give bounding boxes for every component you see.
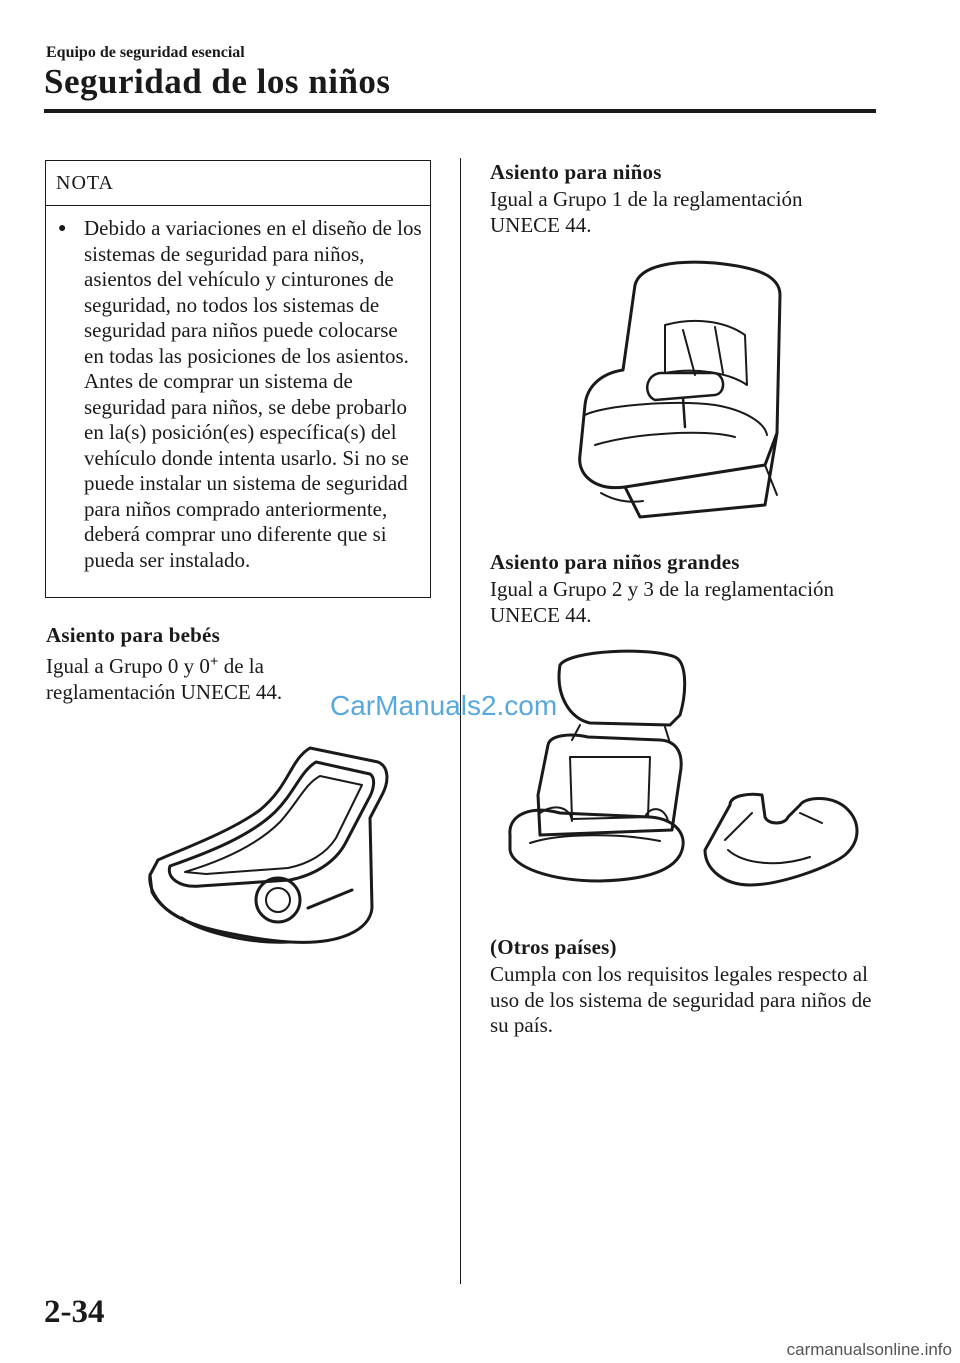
footer-site: carmanualsonline.info: [786, 1340, 952, 1359]
booster-seat-illustration: [508, 649, 859, 887]
other-countries-text: Cumpla con los requisitos legales respec…: [490, 962, 872, 1037]
baby-seat-text-part1: Igual a Grupo 0 y 0: [46, 654, 210, 678]
column-divider: [460, 158, 461, 1284]
child-seat-text: Igual a Grupo 1 de la reglamentación UNE…: [490, 187, 803, 237]
other-countries-heading: (Otros países): [490, 935, 617, 959]
note-heading: NOTA: [46, 161, 430, 206]
baby-seat-text: Igual a Grupo 0 y 0+ de la reglamentació…: [46, 650, 316, 705]
note-text: Debido a variaciones en el diseño de los…: [84, 216, 422, 572]
page-title: Seguridad de los niños: [44, 62, 391, 101]
watermark: CarManuals2.com: [330, 690, 558, 721]
junior-seat-text: Igual a Grupo 2 y 3 de la reglamentación…: [490, 577, 835, 627]
section-label: Equipo de seguridad esencial: [46, 44, 245, 61]
group-plus-superscript: +: [209, 654, 219, 670]
infant-carrier-illustration: [148, 746, 389, 944]
page-number: 2-34: [44, 1294, 105, 1330]
baby-seat-text-part2: de la reglamentación UNECE 44.: [46, 654, 283, 704]
child-seat-illustration: [578, 260, 782, 519]
bullet-icon: ●: [58, 221, 67, 236]
child-seat-heading: Asiento para niños: [490, 160, 662, 184]
junior-seat-heading: Asiento para niños grandes: [490, 550, 740, 574]
title-rule: [44, 109, 876, 113]
note-body: ● Debido a variaciones en el diseño de l…: [46, 206, 430, 573]
baby-seat-heading: Asiento para bebés: [46, 623, 220, 647]
note-box: NOTA ● Debido a variaciones en el diseño…: [45, 160, 431, 598]
